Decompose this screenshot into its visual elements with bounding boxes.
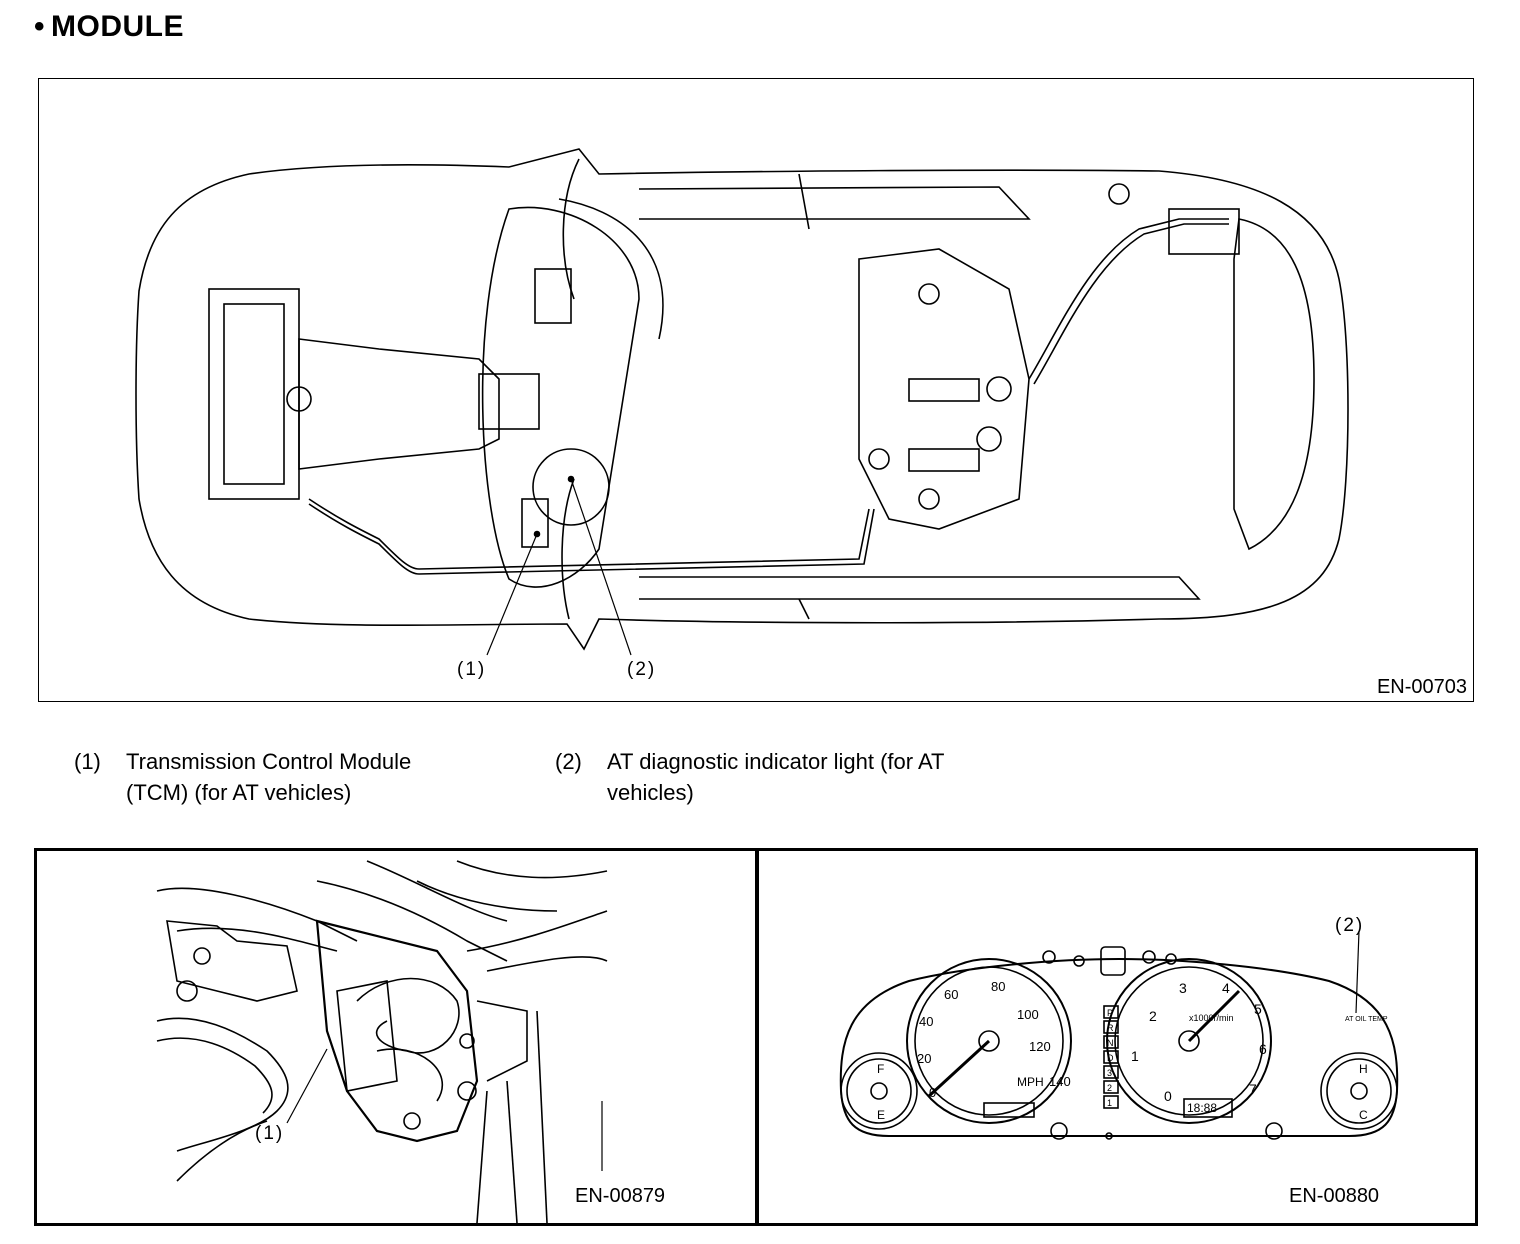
gear-d: D [1107,1053,1114,1063]
tacho-label-6: 6 [1259,1041,1267,1057]
tacho-label-5: 5 [1254,1001,1262,1017]
tacho-label-0: 0 [1164,1088,1172,1104]
speedo-label-60: 60 [944,987,958,1002]
speedo-label-100: 100 [1017,1007,1039,1022]
gear-2: 2 [1107,1083,1112,1093]
tacho-label-4: 4 [1222,980,1230,996]
speedo-unit: MPH [1017,1075,1044,1089]
figure-code: EN-00879 [575,1185,666,1207]
heading-bullet: • [34,10,46,43]
speedo-label-40: 40 [919,1014,933,1029]
legend-text: AT diagnostic indicator light (for AT ve… [607,749,945,805]
figure-code: EN-00880 [1289,1185,1380,1207]
temp-hot-label: H [1359,1062,1368,1076]
gear-r: R [1107,1023,1114,1033]
gear-p: P [1107,1008,1113,1018]
gear-n: N [1107,1038,1114,1048]
tcm-location-figure: (1) EN-00879 [34,848,758,1226]
tacho-label-3: 3 [1179,980,1187,996]
gear-1: 1 [1107,1098,1112,1108]
combination-meter-figure: 0 20 40 60 80 100 120 MPH 140 18:88 0 1 … [756,848,1478,1226]
speedo-label-140: 140 [1049,1074,1071,1089]
clock-readout: 18:88 [1187,1101,1217,1115]
vehicle-overview-figure: (1) (2) EN-00703 [38,78,1474,702]
legend-text: Transmission Control Module (TCM) (for A… [126,749,412,805]
speedo-label-20: 20 [917,1051,931,1066]
callout-1: (1) [457,659,487,680]
legend-number: (2) [555,749,582,774]
speedo-label-80: 80 [991,979,1005,994]
tacho-unit: x1000r/min [1189,1013,1234,1023]
legend-number: (1) [74,749,101,774]
gear-3: 3 [1107,1068,1112,1078]
section-heading: •MODULE [34,10,184,44]
callout-2: (2) [1335,915,1365,936]
tacho-label-7: 7 [1249,1081,1257,1097]
tacho-label-1: 1 [1131,1048,1139,1064]
heading-title: MODULE [51,10,185,43]
callout-2: (2) [627,659,657,680]
vehicle-outline-drawing [135,148,1349,656]
combination-meter-drawing: 0 20 40 60 80 100 120 MPH 140 18:88 0 1 … [839,930,1399,1140]
tcm-detail-drawing [156,860,608,1224]
tacho-label-2: 2 [1149,1008,1157,1024]
temp-cold-label: C [1359,1108,1368,1122]
fuel-full-label: F [877,1062,884,1076]
speedo-label-0: 0 [929,1085,936,1100]
fuel-empty-label: E [877,1108,885,1122]
figure-code: EN-00703 [1376,676,1467,698]
at-oil-temp-lamp: AT OIL TEMP [1345,1016,1388,1023]
callout-1: (1) [255,1123,285,1144]
speedo-label-120: 120 [1029,1039,1051,1054]
